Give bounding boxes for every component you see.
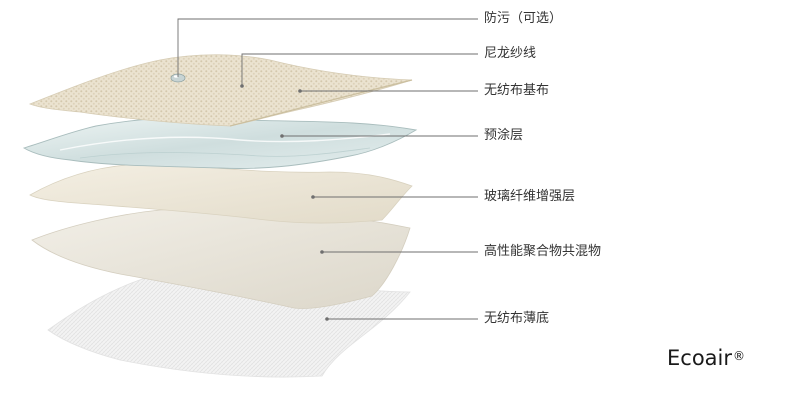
leader-dot-polymer-blend [320, 250, 324, 254]
leader-dot-nonwoven-base [298, 89, 302, 93]
leader-line-nylon-yarn [241, 53, 478, 86]
water-droplet-highlight [173, 75, 179, 78]
brand-logo: Ecoair® [667, 346, 745, 370]
pre-coat-sheen-2 [79, 147, 371, 159]
leader-line-anti-stain [177, 18, 478, 77]
brand-name: Ecoair [667, 346, 732, 370]
label-pre-coat: 预涂层 [484, 128, 524, 143]
pre-coat-sheen [59, 133, 391, 151]
label-nonwoven-backing: 无纺布薄底 [484, 311, 550, 326]
label-nylon-yarn: 尼龙纱线 [484, 46, 537, 61]
leader-dot-nonwoven-backing [325, 317, 329, 321]
leader-dot-fiberglass [311, 195, 315, 199]
leader-dot-pre-coat [280, 134, 284, 138]
registered-mark: ® [733, 349, 745, 363]
label-anti-stain: 防污（可选） [484, 11, 563, 26]
leader-dot-nylon-yarn [240, 84, 244, 88]
label-polymer-blend: 高性能聚合物共混物 [484, 244, 602, 259]
layer-top-fabric [28, 54, 413, 127]
label-nonwoven-base: 无纺布基布 [484, 83, 550, 98]
base-fabric-edge [229, 79, 413, 127]
layer-polymer-blend [31, 207, 411, 309]
layer-fiberglass [29, 163, 413, 224]
layer-pre-coat [22, 117, 418, 169]
label-fiberglass: 玻璃纤维增强层 [484, 189, 576, 204]
